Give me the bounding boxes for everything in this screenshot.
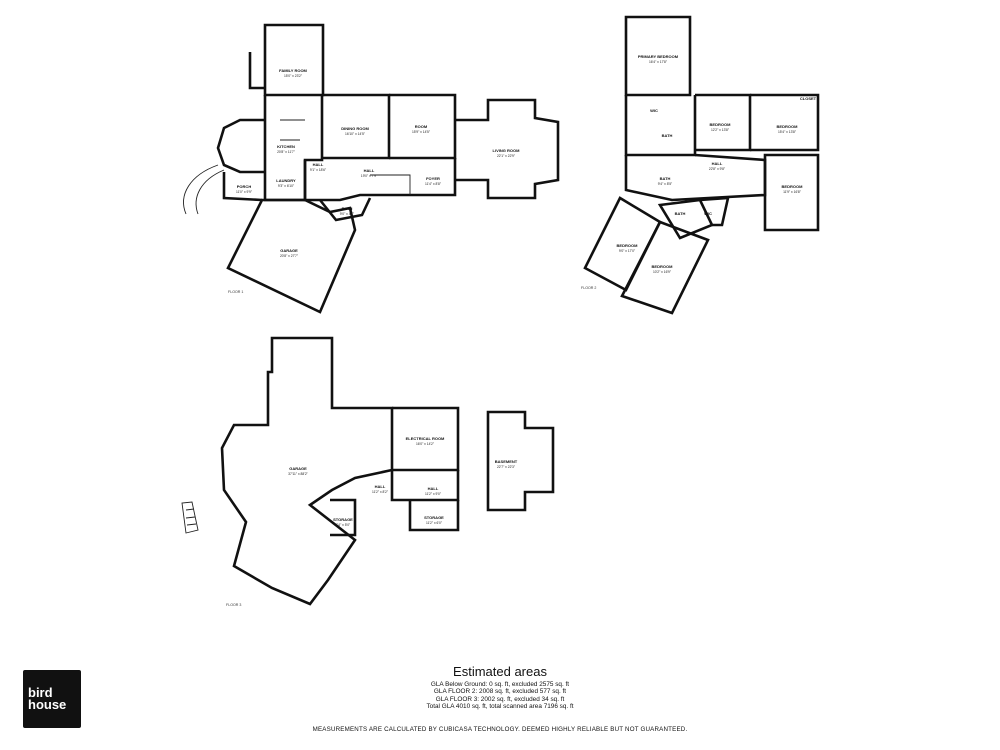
room-dimensions: 15'4" x 13'8" [778,130,797,134]
estimated-areas-title: Estimated areas [453,664,547,679]
room-name: FOYER [426,176,440,181]
room-dimensions: 20'8" x 27'7" [280,254,299,258]
room-dimensions: 20'8" x 11'7" [277,150,296,154]
room-dimensions: 16'10" x 14'5" [345,132,366,136]
floor-1-label: FLOOR 1 [228,290,243,294]
room-labels: FAMILY ROOM 15'0" x 23'2" DINING ROOM 16… [236,54,817,527]
room-name: HALL [313,162,324,167]
estimate-line: GLA FLOOR 3: 2002 sq. ft, excluded 34 sq… [435,695,565,703]
room-name: BASEMENT [495,459,518,464]
floor-3-plan: FLOOR 3 [181,336,555,607]
room-name: GARAGE [280,248,298,253]
room-name: LIVING ROOM [493,148,521,153]
room-name: BATH [660,176,671,181]
room-dimensions: 9'3" x 6'10" [278,184,295,188]
room-dimensions: 11'9" x 16'8" [783,190,802,194]
room-dimensions: 19'0" x 7'9" [361,174,378,178]
room-name: STORAGE [424,515,444,520]
room-dimensions: 11'4" x 8'8" [425,182,442,186]
room-dimensions: 16'4" x 17'8" [649,60,668,64]
room-dimensions: 10'2" x 16'9" [653,270,672,274]
logo-text-line-1: bird [28,685,53,700]
room-name: HALL [712,161,723,166]
room-name: BATH [342,206,353,211]
room-dimensions: 22'8" x 9'8" [709,167,726,171]
room-dimensions: 9'1" x 18'6" [310,168,327,172]
room-dimensions: 11'2" x 9'0" [425,492,442,496]
room-dimensions: 11'0" x 9'9" [236,190,253,194]
room-name: BEDROOM [782,184,804,189]
estimate-line: GLA Below Ground: 0 sq. ft, excluded 257… [430,681,570,688]
estimate-line: GLA FLOOR 2: 2008 sq. ft, excluded 577 s… [433,688,567,696]
measurement-disclaimer: MEASUREMENTS ARE CALCULATED BY CUBICASA … [312,726,688,733]
room-name: GARAGE [289,466,307,471]
room-name: BATH [675,211,686,216]
room-dimensions: 22'1" x 22'9" [497,154,516,158]
room-dimensions: 11'2" x 8'2" [372,490,389,494]
room-name: STORAGE [333,517,353,522]
room-name: PORCH [237,184,252,189]
room-dimensions: 15'0" x 23'2" [284,74,303,78]
room-name: BEDROOM [617,243,639,248]
room-name: CLOSET [800,96,817,101]
room-name: HALL [375,484,386,489]
room-dimensions: 15'9" x 14'5" [412,130,431,134]
room-dimensions: 11'2" x 6'0" [426,521,443,525]
logo-text-line-2: house [28,697,67,712]
room-name: LAUNDRY [276,178,296,183]
room-name: HALL [364,168,375,173]
floor-3-label: FLOOR 3 [226,603,241,607]
room-dimensions: 37'11" x 88'2" [288,472,308,476]
room-name: HALL [428,486,439,491]
floor-1-plan: FLOOR 1 [183,23,560,314]
room-name: ROOM [415,124,428,129]
floor-2-label: FLOOR 2 [581,286,596,290]
room-dimensions: 12'2" x 13'8" [711,128,730,132]
room-name: BEDROOM [652,264,674,269]
room-name: ELECTRICAL ROOM [406,436,445,441]
room-name: BEDROOM [777,124,799,129]
floor-2-plan: FLOOR 2 [581,15,820,315]
room-name: DINING ROOM [341,126,369,131]
room-dimensions: 9'0" x 4'7" [340,212,355,216]
room-dimensions: 16'0" x 14'2" [416,442,435,446]
estimate-line: Total GLA 4010 sq. ft, total scanned are… [426,703,574,711]
room-dimensions: 7'4" x 5'0" [336,523,351,527]
room-name: FAMILY ROOM [279,68,307,73]
room-name: WIC [704,211,712,216]
room-name: PRIMARY BEDROOM [638,54,679,59]
room-name: BATH [662,133,673,138]
room-name: BEDROOM [710,122,732,127]
room-dimensions: 9'0" x 17'0" [619,249,636,253]
room-name: WIC [650,108,658,113]
estimated-areas-lines: GLA Below Ground: 0 sq. ft, excluded 257… [0,681,1000,711]
bird-house-logo: bird house [23,670,81,728]
room-dimensions: 22'7" x 22'3" [497,465,516,469]
room-name: KITCHEN [277,144,295,149]
room-dimensions: 9'4" x 8'5" [658,182,673,186]
